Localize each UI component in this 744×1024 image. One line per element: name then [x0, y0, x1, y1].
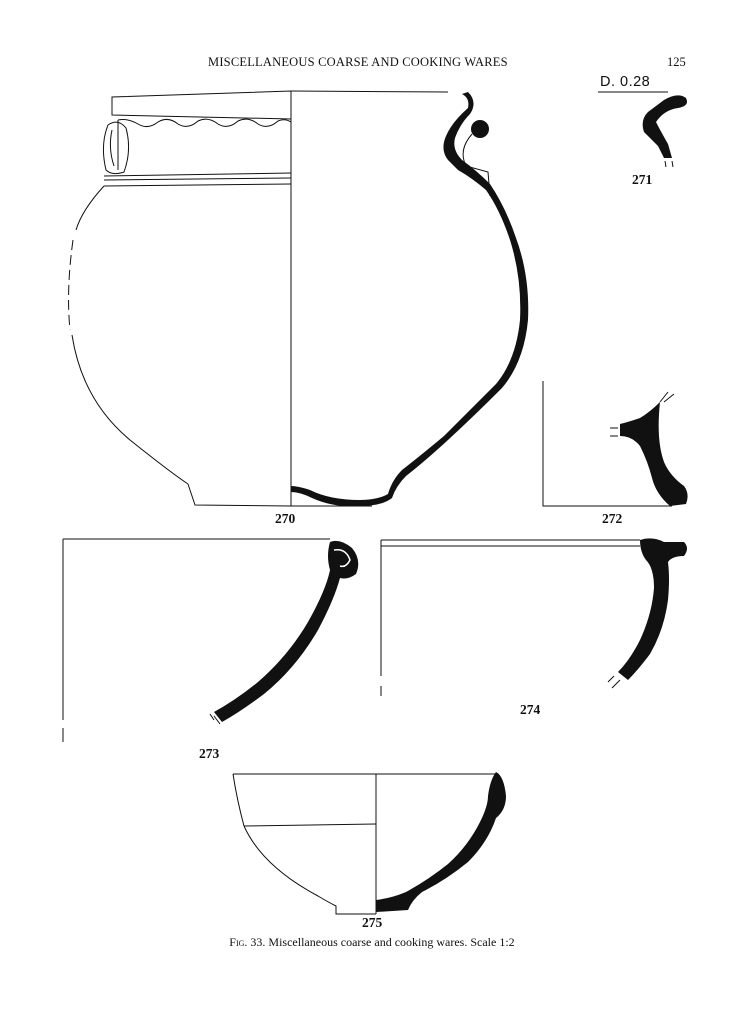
catalogue-number-270: 270 [275, 511, 296, 526]
vessel-274 [380, 538, 687, 696]
vessel-271 [598, 91, 687, 168]
running-title: MISCELLANEOUS COARSE AND COOKING WARES [208, 55, 508, 69]
catalogue-number-271: 271 [632, 172, 653, 187]
caption-prefix: Fig. [229, 935, 248, 949]
catalogue-number-272: 272 [602, 511, 623, 526]
section-270 [291, 92, 529, 507]
diameter-label: D. 0.28 [600, 74, 651, 90]
vessel-270 [68, 90, 449, 507]
catalogue-number-275: 275 [362, 915, 383, 930]
figure-caption: Fig. 33. Miscellaneous coarse and cookin… [0, 935, 744, 950]
catalogue-number-273: 273 [199, 746, 220, 761]
caption-text: 33. Miscellaneous coarse and cooking war… [247, 935, 515, 949]
section-275 [376, 772, 506, 912]
page-number: 125 [667, 55, 686, 69]
vessel-272 [542, 381, 688, 507]
catalogue-number-274: 274 [520, 702, 541, 717]
vessel-273 [62, 538, 359, 742]
vessel-275 [232, 773, 496, 915]
